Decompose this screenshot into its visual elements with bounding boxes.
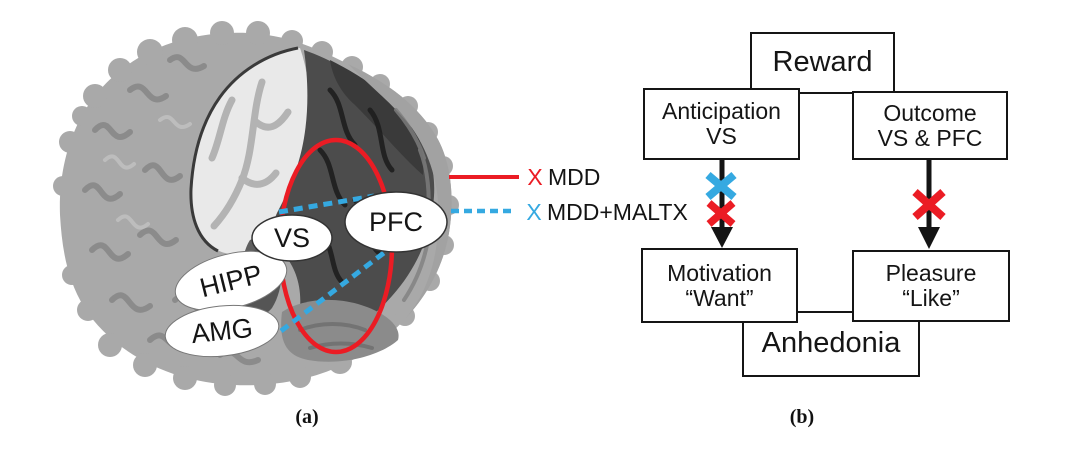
box-reward: Reward (750, 32, 895, 94)
region-pfc: PFC (344, 191, 448, 253)
arrowhead-left (711, 227, 733, 248)
box-reward-label: Reward (772, 46, 873, 79)
box-outcome: Outcome VS & PFC (852, 91, 1008, 160)
box-outcome-line2: VS & PFC (877, 124, 983, 151)
legend-label-mdd: MDD (548, 164, 600, 190)
region-label-vs: VS (274, 223, 310, 253)
box-anhedonia-label: Anhedonia (761, 327, 901, 360)
arrowhead-right (918, 227, 940, 249)
arrow-outcome-to-pleasure (912, 160, 946, 249)
arrow-anticipation-to-motivation (705, 159, 737, 248)
box-pleasure: Pleasure “Like” (852, 250, 1010, 322)
maltx-connection-amg-pfc (279, 247, 391, 333)
caption-panel-b: (b) (789, 406, 815, 428)
red-x-mark-right (912, 189, 946, 220)
region-label-amg: AMG (190, 313, 254, 349)
maltx-connection-vs-pfc (278, 193, 375, 215)
box-anticipation-line1: Anticipation (662, 98, 781, 125)
box-anticipation: Anticipation VS (643, 88, 800, 160)
panel-b-arrows (705, 159, 946, 249)
caption-panel-a: (a) (295, 406, 319, 428)
panel-a-legend: X MDD X MDD+MALTX (449, 164, 688, 225)
region-hipp: HIPP (174, 250, 288, 312)
legend-x-mark-blue: X (526, 199, 541, 225)
box-pleasure-line2: “Like” (902, 285, 960, 311)
box-motivation-line2: “Want” (685, 284, 754, 311)
box-motivation-line1: Motivation (667, 259, 772, 286)
box-motivation: Motivation “Want” (641, 248, 798, 323)
legend-x-mark-red: X (527, 164, 542, 190)
legend-label-mdd-maltx: MDD+MALTX (547, 199, 688, 225)
blue-x-mark (705, 171, 737, 201)
legend-row-mdd-maltx: X MDD+MALTX (451, 199, 688, 225)
box-pleasure-line1: Pleasure (885, 260, 977, 287)
legend-row-mdd: X MDD (449, 164, 600, 190)
box-outcome-line1: Outcome (883, 99, 977, 126)
red-x-mark-left (706, 200, 736, 227)
region-amg: AMG (164, 304, 280, 358)
brain-region-labels: HIPP AMG VS PFC (164, 191, 448, 358)
region-vs: VS (251, 214, 333, 262)
region-label-pfc: PFC (369, 207, 423, 237)
box-anticipation-line2: VS (706, 123, 737, 149)
brain-illustration (53, 21, 459, 396)
